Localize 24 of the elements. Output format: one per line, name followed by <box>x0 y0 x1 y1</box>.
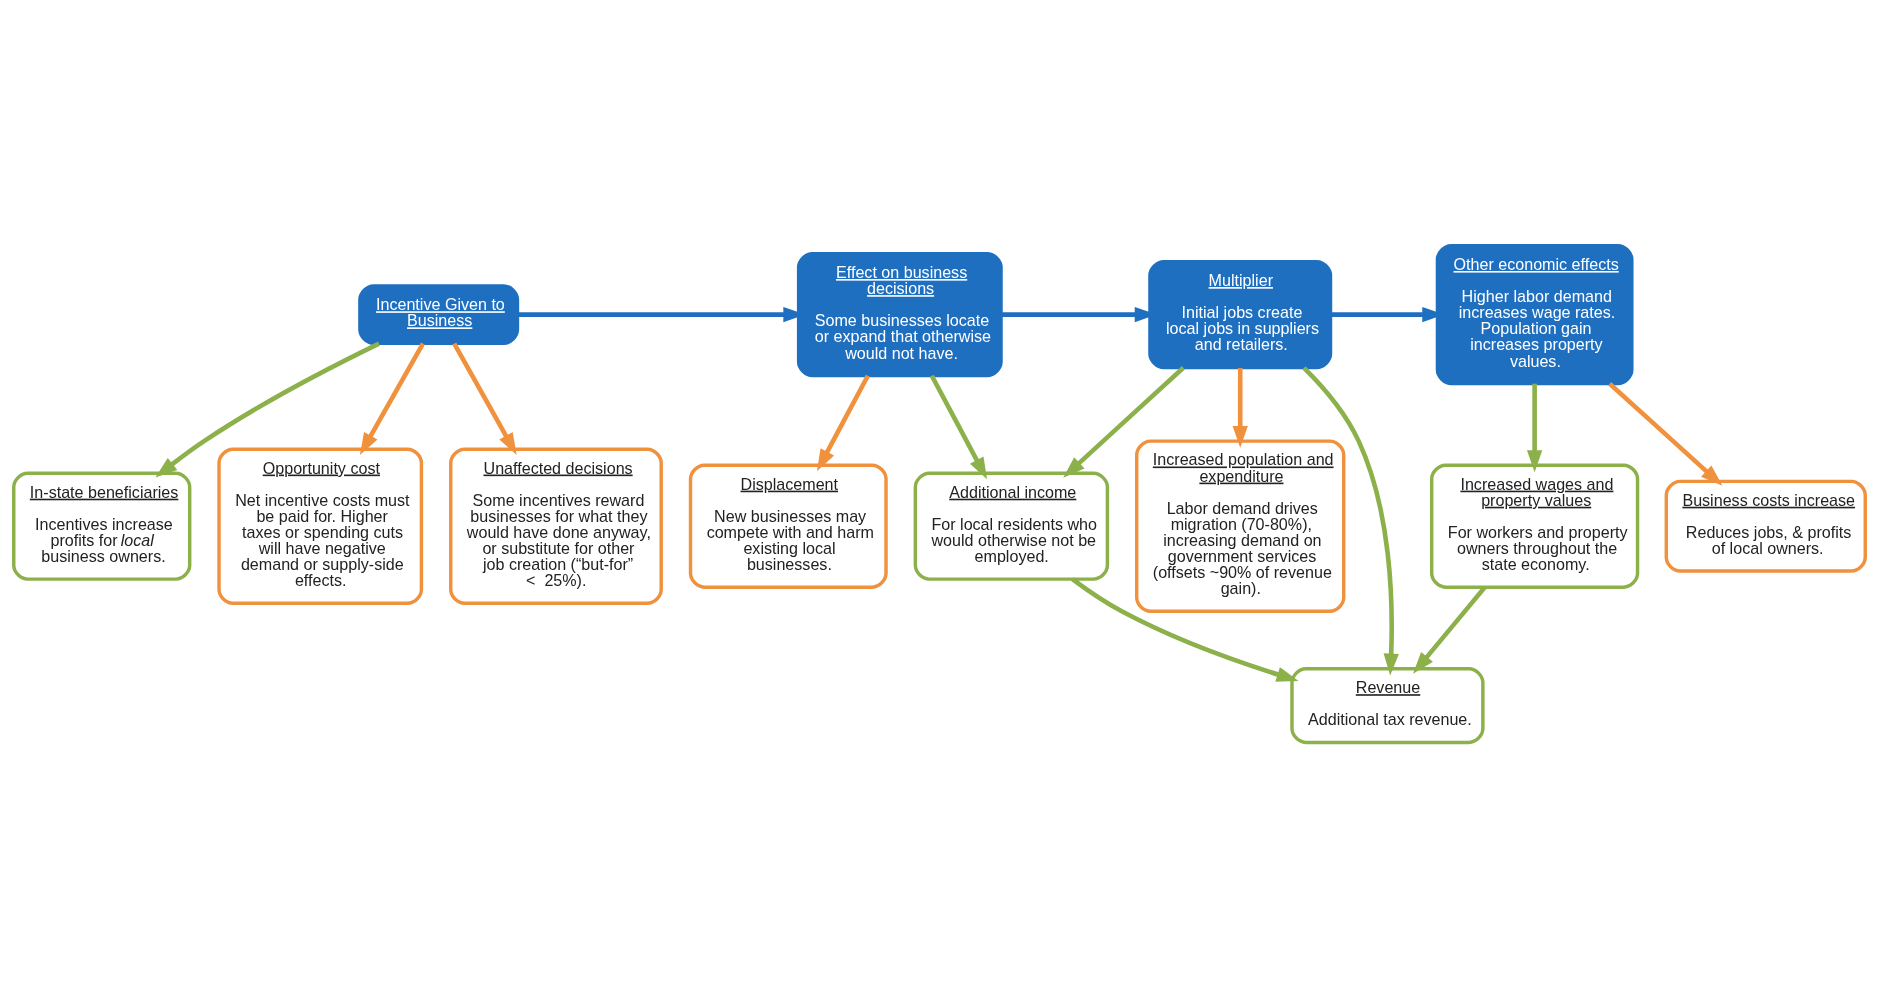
node-box: Unaffected decisions Some incentives reward businesses for what they would have done anyway, or substitute for other job creation (“but-for” < 25%). <box>449 446 663 605</box>
arrow <box>452 341 517 455</box>
node-box: Increased wages and property values For workers and property owners throughout the state economy. <box>1429 463 1640 589</box>
arrow <box>359 341 425 455</box>
node-box: Revenue Additional tax revenue. <box>1290 666 1485 744</box>
node-box: Displacement New businesses may compete with and harm existing local businesses. <box>688 463 888 589</box>
node-box: Effect on business decisions Some businesses locate or expand that otherwise would not have. <box>796 251 1003 377</box>
node-box: Opportunity cost Net incentive costs must be paid for. Higher taxes or spending cuts will have negative demand or supply-side effects. <box>217 446 424 605</box>
arrow <box>816 374 870 471</box>
node-box: In-state beneficiaries Incentives increase profits for local business owners. <box>12 471 192 581</box>
node-box: Business costs increase Reduces jobs, & profits of local owners. <box>1664 479 1867 573</box>
node-box: Increased population and expenditure Labor demand drives migration (70-80%), increasing demand on government services (offsets ~90% of revenue gain). <box>1135 438 1346 613</box>
arrow <box>1302 365 1399 675</box>
arrow <box>1526 383 1543 472</box>
arrow <box>929 374 988 479</box>
arrow <box>155 341 380 478</box>
node-box: Additional income For local residents who would otherwise not be employed. <box>913 471 1110 581</box>
arrow <box>1232 367 1248 448</box>
node-box: Other economic effects Higher labor demand increases wage rates. Population gain increases property values. <box>1435 243 1634 385</box>
arrow <box>1071 576 1299 682</box>
arrow <box>1063 365 1185 478</box>
arrow <box>1608 381 1723 486</box>
node-box: Multiplier Initial jobs create local jobs in suppliers and retailers. <box>1148 259 1333 369</box>
node-box: Incentive Given to Business <box>358 283 520 345</box>
